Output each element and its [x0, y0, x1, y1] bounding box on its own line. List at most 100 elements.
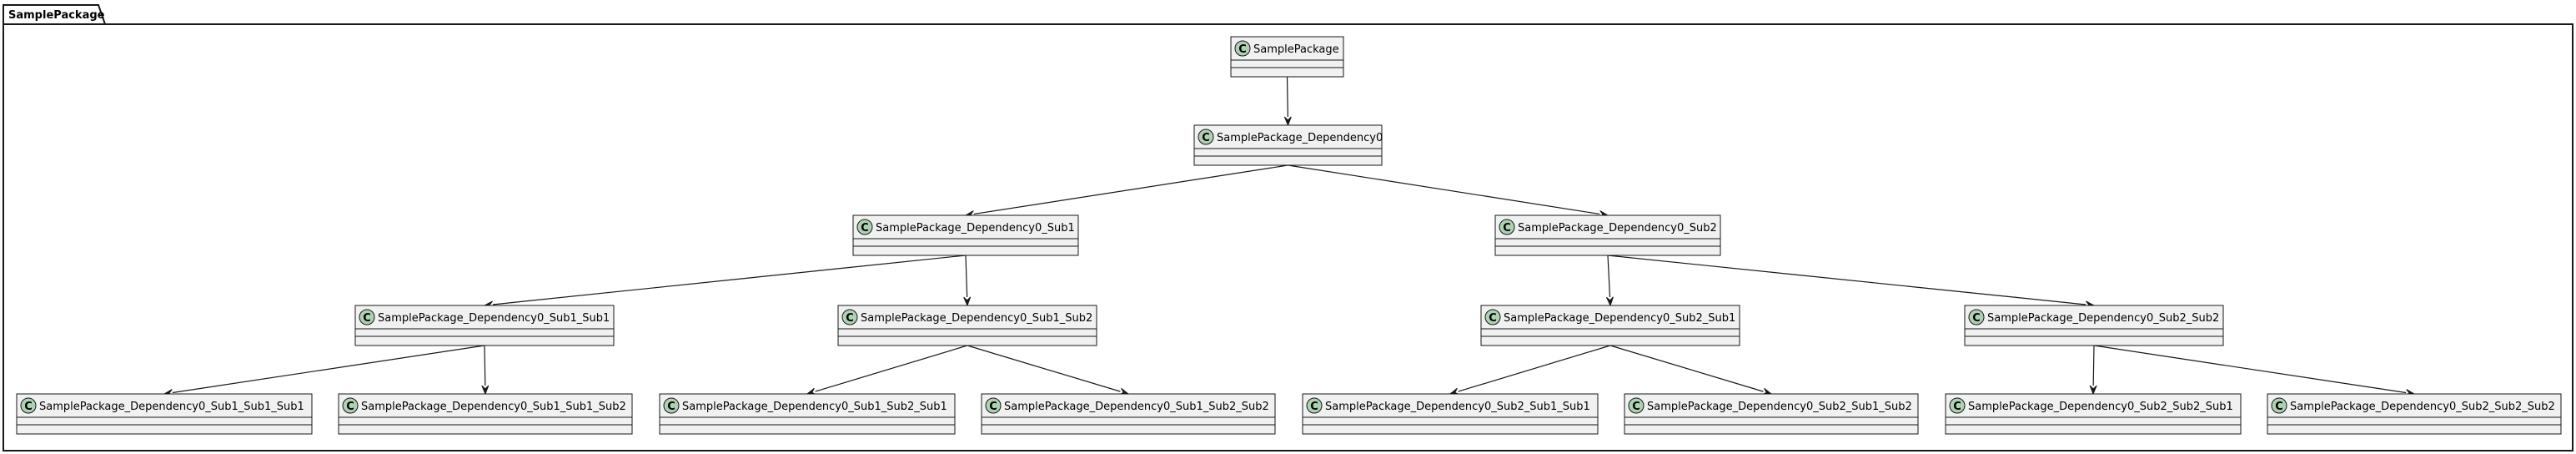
- dependency-arrow: [1606, 255, 1614, 307]
- class-name: SamplePackage_Dependency0_Sub2_Sub2_Sub1: [1968, 401, 2233, 413]
- class-name: SamplePackage_Dependency0_Sub2_Sub1: [1504, 312, 1735, 325]
- class-icon-letter: C: [363, 312, 371, 325]
- class-box-frame: [354, 305, 615, 346]
- class-box-frame: [852, 214, 1079, 256]
- class-icon-circle: [856, 219, 873, 235]
- class-icon-circle: [985, 397, 1002, 414]
- arrow-line: [965, 255, 968, 298]
- class-icon: C: [1499, 219, 1515, 235]
- class-box-frame: [1230, 36, 1344, 78]
- class-box: C SamplePackage: [1230, 36, 1344, 78]
- class-icon-letter: C: [846, 312, 854, 325]
- arrow-line: [1607, 255, 2086, 305]
- class-icon-circle: [1499, 219, 1515, 235]
- class-icon-letter: C: [1310, 401, 1318, 413]
- package-title: SamplePackage: [8, 9, 105, 22]
- package-body: [3, 23, 2573, 451]
- class-icon: C: [1968, 309, 1985, 325]
- class-icon-letter: C: [667, 401, 675, 413]
- class-icon-letter: C: [1972, 312, 1981, 325]
- dependency-arrow: [963, 255, 972, 307]
- arrowhead: [2089, 385, 2097, 396]
- class-icon: C: [1198, 129, 1214, 145]
- arrow-line: [172, 345, 485, 394]
- class-name: SamplePackage_Dependency0_Sub2_Sub1_Sub2: [1647, 401, 1912, 413]
- class-icon-circle: [1949, 397, 1966, 414]
- class-icon: C: [1949, 397, 1966, 414]
- class-box: C SamplePackage_Dependency0_Sub1_Sub1_Sub…: [16, 393, 313, 435]
- class-icon: C: [359, 309, 375, 325]
- class-box-frame: [1480, 305, 1740, 346]
- class-icon-letter: C: [1503, 222, 1511, 235]
- class-icon-circle: [20, 397, 37, 414]
- class-name: SamplePackage: [1253, 43, 1339, 56]
- class-box-frame: [338, 393, 633, 435]
- package-tab: [3, 4, 106, 25]
- class-icon: C: [985, 397, 1002, 414]
- class-icon: C: [1484, 309, 1501, 325]
- dependency-arrow: [2089, 345, 2097, 396]
- class-icon-letter: C: [1489, 312, 1497, 325]
- class-box-frame: [1494, 214, 1721, 256]
- class-box: C SamplePackage_Dependency0_Sub2_Sub1_Sub…: [1624, 393, 1919, 435]
- class-icon-letter: C: [1238, 43, 1247, 56]
- dependency-arrow: [1283, 76, 1292, 127]
- arrowhead: [963, 296, 972, 307]
- class-icon: C: [20, 397, 37, 414]
- arrow-line: [1609, 345, 1764, 392]
- class-icon-letter: C: [861, 222, 869, 235]
- class-name: SamplePackage_Dependency0_Sub1_Sub2_Sub1: [682, 401, 947, 413]
- arrow-line: [2093, 345, 2407, 394]
- class-box-frame: [837, 305, 1097, 346]
- class-icon-circle: [1198, 129, 1214, 145]
- class-icon-circle: [1628, 397, 1645, 414]
- class-icon: C: [342, 397, 359, 414]
- class-box-frame: [1302, 393, 1599, 435]
- class-icon-circle: [663, 397, 680, 414]
- class-icon-circle: [1306, 397, 1323, 414]
- arrow-line: [2092, 345, 2095, 386]
- class-name: SamplePackage_Dependency0_Sub1_Sub2_Sub2: [1004, 401, 1269, 413]
- class-name: SamplePackage_Dependency0_Sub2: [1518, 222, 1717, 235]
- arrow-line: [492, 255, 967, 305]
- arrow-line: [973, 164, 1288, 215]
- dependency-arrow: [481, 345, 490, 396]
- arrowhead: [1283, 116, 1292, 127]
- class-icon-circle: [359, 309, 375, 325]
- arrowhead: [481, 385, 490, 396]
- class-icon-circle: [342, 397, 359, 414]
- class-name: SamplePackage_Dependency0_Sub1: [876, 222, 1075, 235]
- class-icon-circle: [841, 309, 858, 325]
- class-box-frame: [16, 393, 313, 435]
- class-icon: C: [856, 219, 873, 235]
- class-icon-letter: C: [989, 401, 997, 413]
- arrow-line: [967, 345, 1121, 392]
- class-box: C SamplePackage_Dependency0_Sub1_Sub2_Sub…: [981, 393, 1276, 435]
- class-box-frame: [1945, 393, 2242, 435]
- class-box-frame: [1624, 393, 1919, 435]
- class-name: SamplePackage_Dependency0_Sub1_Sub2: [861, 312, 1092, 325]
- class-box-frame: [1964, 305, 2224, 346]
- class-name: SamplePackage_Dependency0_Sub2_Sub1_Sub1: [1325, 401, 1590, 413]
- class-icon-circle: [1234, 40, 1251, 57]
- class-name: SamplePackage_Dependency0_Sub2_Sub2_Sub2: [2290, 401, 2555, 413]
- arrow-line: [1288, 164, 1600, 215]
- class-box-frame: [1193, 124, 1383, 166]
- class-icon: C: [663, 397, 680, 414]
- class-icon-letter: C: [24, 401, 33, 413]
- class-icon-letter: C: [1632, 401, 1640, 413]
- class-box: C SamplePackage_Dependency0_Sub1_Sub2_Sub…: [659, 393, 956, 435]
- class-box: C SamplePackage_Dependency0_Sub2: [1494, 214, 1721, 256]
- class-icon-letter: C: [1202, 132, 1210, 144]
- class-icon-circle: [1968, 309, 1985, 325]
- class-box: C SamplePackage_Dependency0_Sub2_Sub1: [1480, 305, 1740, 346]
- class-name: SamplePackage_Dependency0_Sub1_Sub1_Sub2: [361, 401, 626, 413]
- edges-layer: [163, 76, 2416, 396]
- class-icon-circle: [1484, 309, 1501, 325]
- class-name: SamplePackage_Dependency0_Sub1_Sub1_Sub1: [39, 401, 304, 413]
